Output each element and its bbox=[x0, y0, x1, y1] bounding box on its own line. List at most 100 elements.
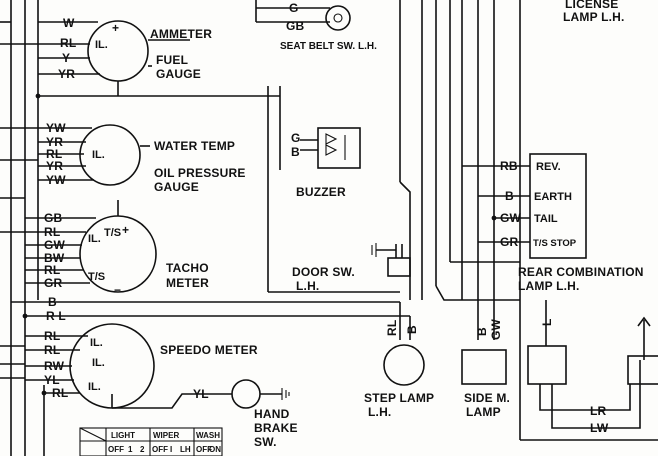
tacho-wire-gr: GR bbox=[44, 276, 63, 290]
license-lamp-label-group: LICENSE LAMP L.H. bbox=[563, 0, 625, 24]
table-header-wiper: WIPER bbox=[153, 431, 179, 440]
oil-pressure-label-1: OIL PRESSURE bbox=[154, 166, 246, 180]
water-temp-wire-yw-2: YW bbox=[46, 173, 66, 187]
rear-combination-label-2: LAMP L.H. bbox=[518, 279, 580, 293]
oil-pressure-label-2: GAUGE bbox=[154, 180, 199, 194]
speedo-wire-rl: RL bbox=[44, 329, 60, 343]
tacho-wire-gb: GB bbox=[44, 211, 63, 225]
table-cell-light-1: 1 bbox=[128, 445, 133, 454]
side-marker-label-1: SIDE M. bbox=[464, 391, 510, 405]
b-rl-bus: B R L bbox=[11, 295, 410, 323]
rear-terminal-ts-stop: T/S STOP bbox=[533, 238, 577, 249]
bus-wire-rl: R L bbox=[46, 309, 66, 323]
speedo-wire-yl: YL bbox=[44, 373, 60, 387]
rear-combination-label-1: REAR COMBINATION bbox=[518, 265, 644, 279]
ammeter-plus-label: + bbox=[112, 21, 119, 35]
water-temp-wire-rl: RL bbox=[46, 147, 62, 161]
speedo-wire-rl-3: RL bbox=[52, 386, 68, 400]
rear-terminal-rev: REV. bbox=[536, 161, 561, 173]
door-sw-label-2: L.H. bbox=[296, 279, 319, 293]
rear-terminal-tail: TAIL bbox=[534, 213, 558, 225]
table-cell-light-off: OFF bbox=[108, 445, 124, 454]
table-cell-wiper-lh: LH bbox=[180, 445, 191, 454]
speedo-label: SPEEDO METER bbox=[160, 343, 258, 357]
table-cell-wash-off: OFF bbox=[196, 445, 212, 454]
speedo-wire-rw: RW bbox=[44, 359, 65, 373]
step-lamp-label-1: STEP LAMP bbox=[364, 391, 434, 405]
vertical-harness bbox=[399, 0, 658, 441]
license-lamp-label-1: LICENSE bbox=[565, 0, 618, 11]
fuel-gauge-label-1: FUEL bbox=[156, 53, 188, 67]
table-cell-wiper-i: I bbox=[170, 445, 172, 454]
water-temp-wire-yr: YR bbox=[46, 135, 63, 149]
hand-brake-label-2: BRAKE bbox=[254, 421, 298, 435]
water-temp-wire-yr-2: YR bbox=[46, 159, 63, 173]
ammeter-label: AMMETER bbox=[150, 27, 212, 41]
door-sw-label-1: DOOR SW. bbox=[292, 265, 355, 279]
table-cell-light-2: 2 bbox=[140, 445, 145, 454]
right-lamp-wire-lr: LR bbox=[590, 404, 607, 418]
tacho-minus-label: − bbox=[114, 283, 121, 297]
ammeter-wire-w: W bbox=[63, 16, 75, 30]
water-temp-label: WATER TEMP bbox=[154, 139, 235, 153]
speedo-il-label-1: IL. bbox=[90, 337, 103, 349]
rear-wire-b: B bbox=[505, 189, 514, 203]
ammeter-wire-rl: RL bbox=[60, 36, 76, 50]
rear-combination-lamp: RB B GW GR REV. EARTH TAIL T/S STOP REAR… bbox=[462, 153, 644, 293]
step-lamp-wire-rl: RL bbox=[385, 320, 399, 336]
rear-wire-gr: GR bbox=[500, 235, 519, 249]
rear-wire-gw: GW bbox=[500, 211, 522, 225]
tacho-wire-rl-2: RL bbox=[44, 263, 60, 277]
hand-brake-label-1: HAND bbox=[254, 407, 290, 421]
tacho-meter: GB RL GW BW RL GR IL. T/S T/S + − TACHO … bbox=[25, 200, 209, 297]
seat-belt-label: SEAT BELT SW. L.H. bbox=[280, 41, 377, 52]
table-header-wash: WASH bbox=[196, 431, 220, 440]
seat-belt-wire-gb: GB bbox=[286, 19, 305, 33]
speedo-il-label-3: IL. bbox=[88, 381, 101, 393]
right-lamp-wire-l: L bbox=[540, 318, 554, 326]
fuel-gauge-label-2: GAUGE bbox=[156, 67, 201, 81]
side-marker-lamp: B GW SIDE M. LAMP bbox=[461, 318, 510, 419]
speedo-wire-rl-2: RL bbox=[44, 343, 60, 357]
ammeter-il-label: IL. bbox=[95, 39, 108, 51]
tacho-ts-label-1: T/S bbox=[104, 227, 121, 239]
left-bus-lines bbox=[0, 0, 45, 456]
tacho-label-1: TACHO bbox=[166, 261, 209, 275]
right-lamp-wire-lw: LW bbox=[590, 421, 609, 435]
hand-brake-label-3: SW. bbox=[254, 435, 277, 449]
water-temp-oil-pressure: YW YR RL YR YW IL. WATER TEMP OIL PRESSU… bbox=[38, 121, 246, 194]
switch-table: LIGHT WIPER WASH OFF 1 2 OFF I LH OFF ON bbox=[79, 427, 223, 457]
buzzer: G B BUZZER bbox=[279, 86, 361, 199]
step-lamp-wire-b: B bbox=[405, 325, 419, 334]
buzzer-wire-g: G bbox=[291, 131, 301, 145]
table-cell-wiper-off: OFF bbox=[152, 445, 168, 454]
license-lamp-label-2: LAMP L.H. bbox=[563, 10, 625, 24]
tacho-ts-label-2: T/S bbox=[88, 271, 105, 283]
tacho-wire-gw: GW bbox=[44, 238, 66, 252]
tacho-label-2: METER bbox=[166, 276, 209, 290]
side-marker-wire-gw: GW bbox=[489, 318, 503, 340]
hand-brake-switch: YL HAND BRAKE SW. bbox=[112, 379, 298, 449]
tacho-wire-bw: BW bbox=[44, 251, 65, 265]
tacho-plus-label: + bbox=[122, 223, 129, 237]
step-lamp: RL B STEP LAMP L.H. bbox=[364, 302, 434, 419]
right-lamps: L LR LW bbox=[527, 300, 658, 435]
side-marker-label-2: LAMP bbox=[466, 405, 501, 419]
table-header-light: LIGHT bbox=[111, 431, 135, 440]
ammeter-fuel-gauge: W RL Y YR IL. + AMMETER FUEL GAUGE bbox=[35, 16, 280, 99]
seat-belt-wire-g: G bbox=[289, 1, 299, 15]
rear-wire-rb: RB bbox=[500, 159, 518, 173]
bus-wire-b: B bbox=[48, 295, 57, 309]
tacho-il-label: IL. bbox=[88, 233, 101, 245]
side-marker-wire-b: B bbox=[475, 327, 489, 336]
seat-belt-switch: G GB SEAT BELT SW. L.H. bbox=[255, 0, 377, 52]
table-cell-wash-on: ON bbox=[209, 445, 221, 454]
buzzer-wire-b: B bbox=[291, 145, 300, 159]
water-temp-il-label: IL. bbox=[92, 149, 105, 161]
tacho-wire-rl: RL bbox=[44, 225, 60, 239]
step-lamp-label-2: L.H. bbox=[368, 405, 391, 419]
speedo-il-label-2: IL. bbox=[92, 357, 105, 369]
water-temp-wire-yw: YW bbox=[46, 121, 66, 135]
